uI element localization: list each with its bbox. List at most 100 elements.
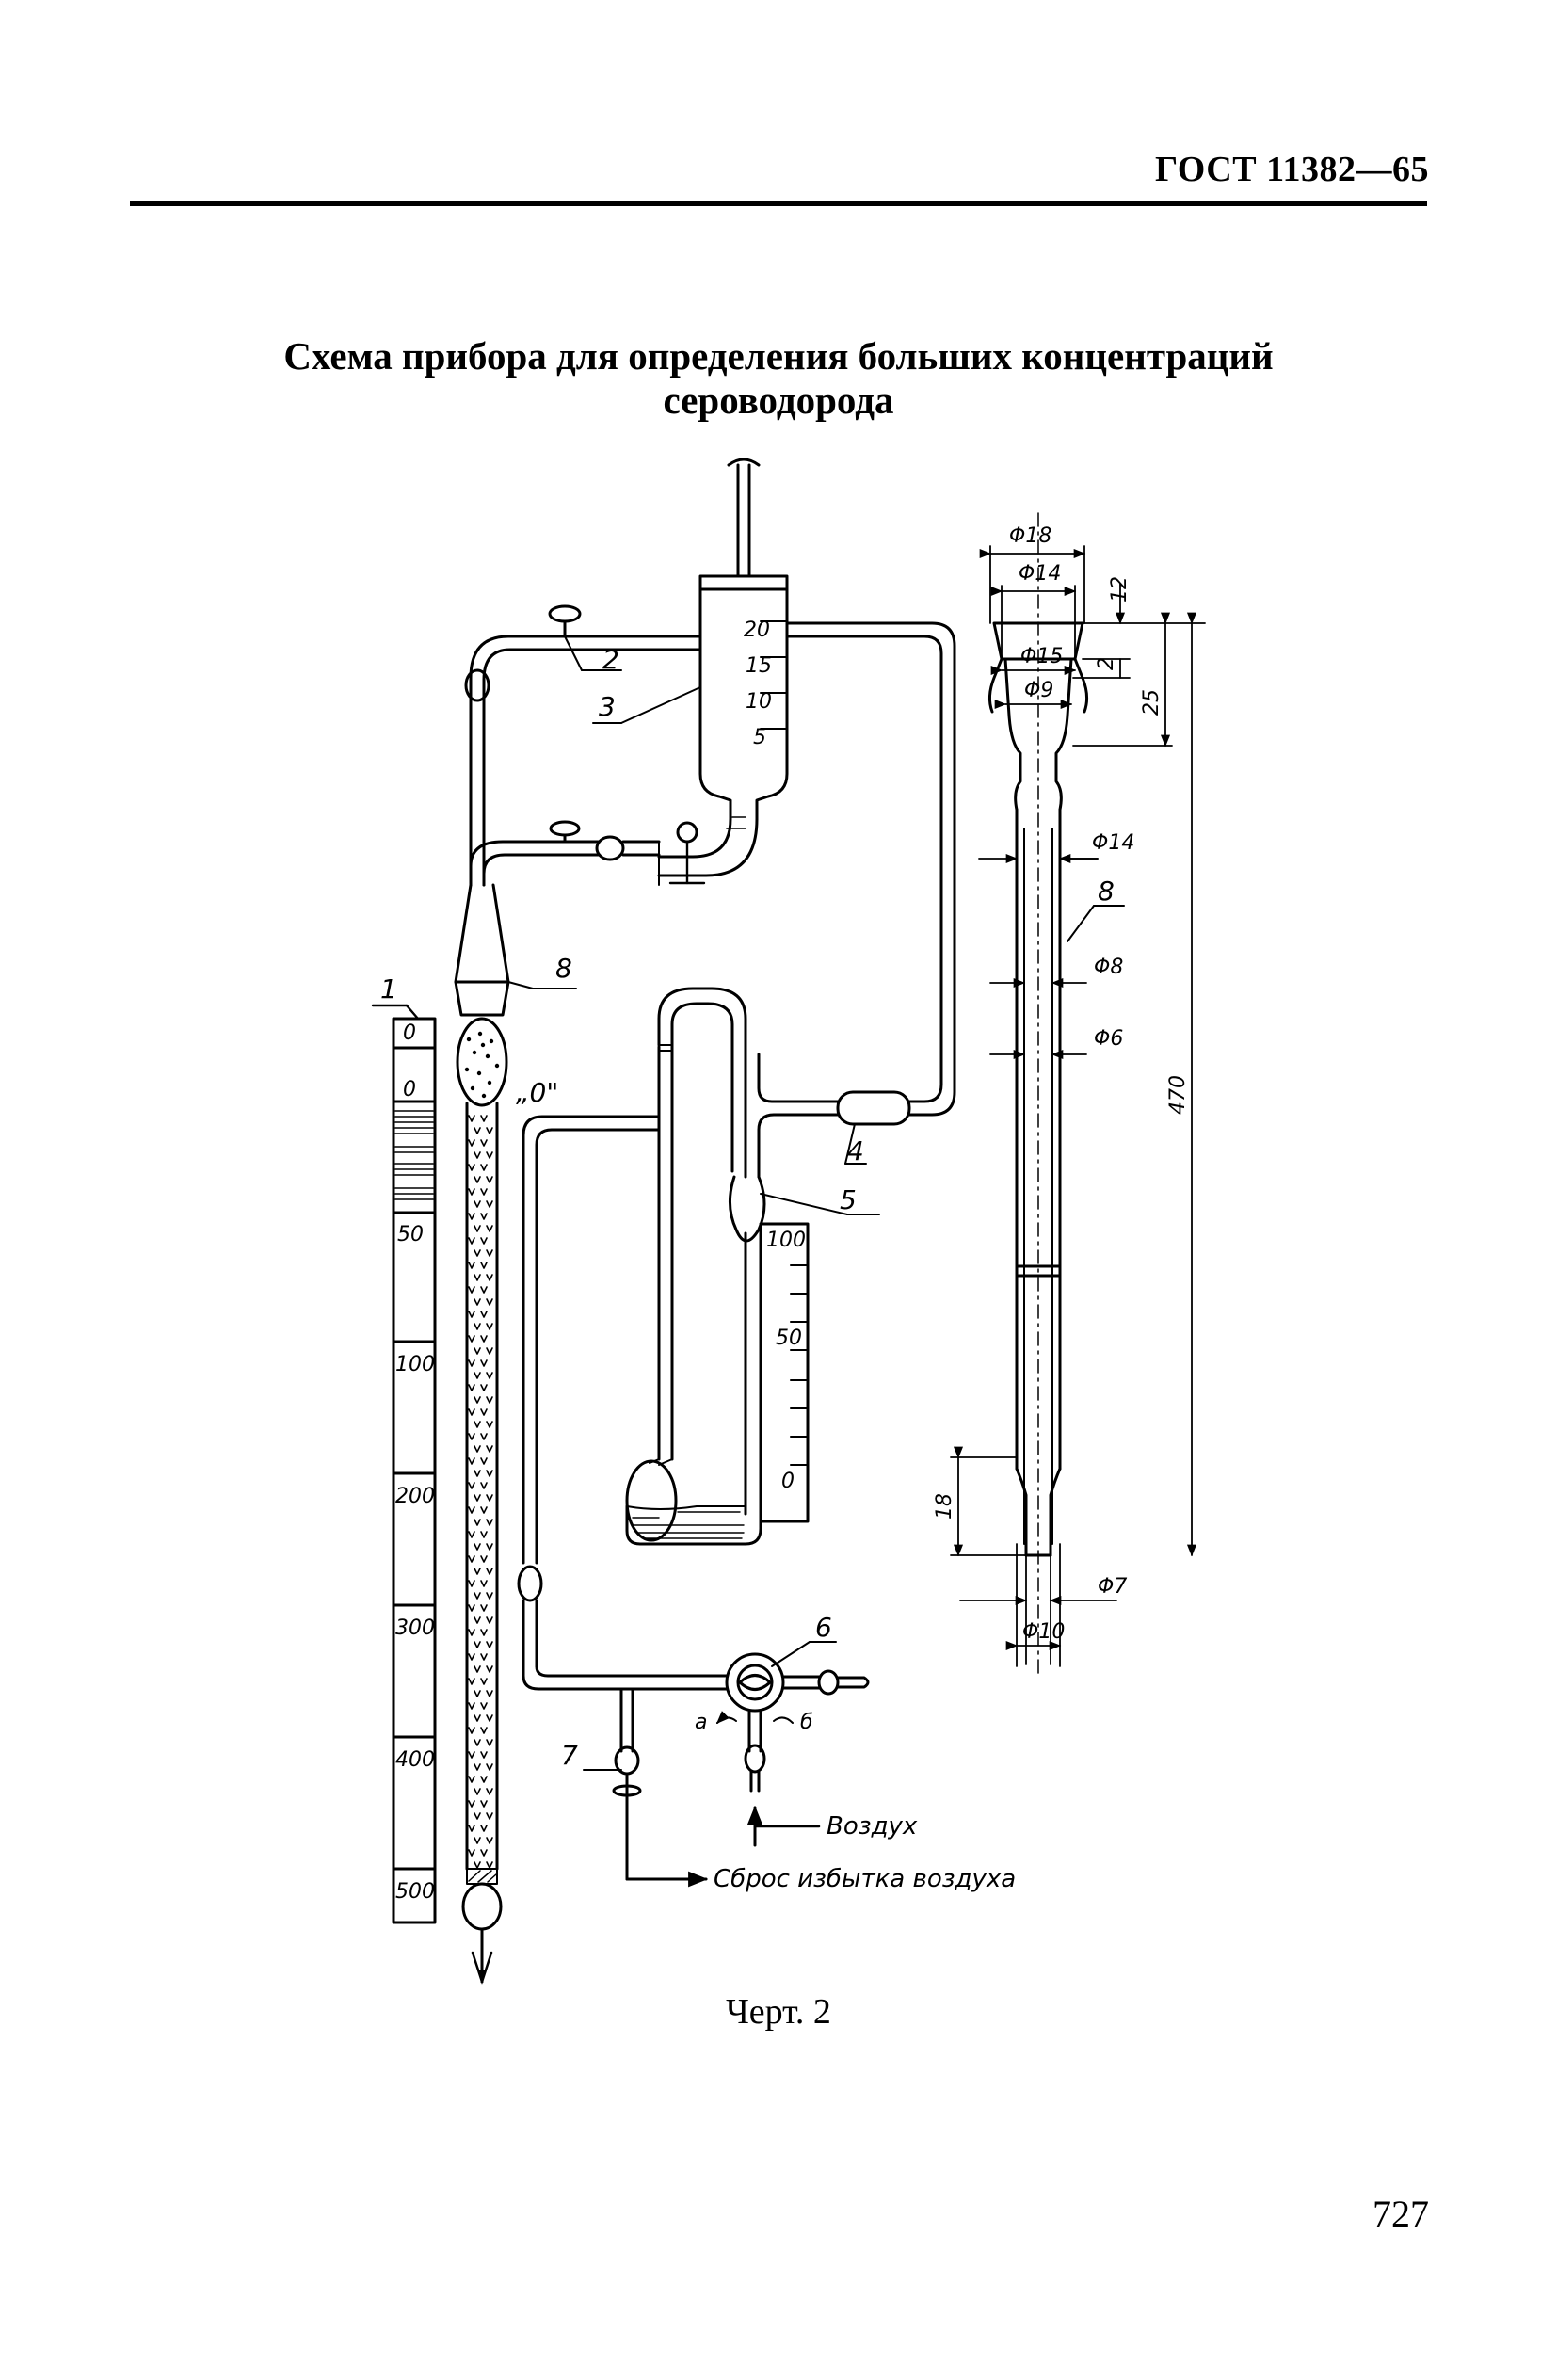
- packing-mark: [468, 1359, 475, 1367]
- packing-mark: [480, 1359, 488, 1367]
- figure-caption: Черт. 2: [726, 1992, 831, 2032]
- flow-label-a: а: [695, 1711, 707, 1734]
- callout-5: 5: [840, 1184, 857, 1215]
- packing-mark: [468, 1580, 475, 1587]
- packing-mark: [486, 1665, 493, 1673]
- dim-len25: 25: [1140, 689, 1164, 716]
- packing-mark: [468, 1653, 475, 1661]
- packing-mark: [486, 1470, 493, 1477]
- page-number: 727: [1372, 2193, 1429, 2235]
- packing-mark: [468, 1702, 475, 1710]
- packing-mark: [474, 1470, 481, 1477]
- packing-mark: [480, 1482, 488, 1489]
- ruler-label-100: 100: [395, 1353, 435, 1376]
- packing-mark: [468, 1776, 475, 1783]
- packing-mark: [474, 1372, 481, 1379]
- callout-4: 4: [847, 1135, 864, 1166]
- packing-mark: [486, 1298, 493, 1306]
- callout-3: 3: [599, 691, 616, 722]
- packing-mark: [474, 1200, 481, 1208]
- packing-mark: [468, 1506, 475, 1514]
- ruler-label-500: 500: [395, 1880, 435, 1904]
- packing-mark: [474, 1665, 481, 1673]
- packing-mark: [474, 1274, 481, 1281]
- packing-mark: [480, 1604, 488, 1612]
- packing-mark: [474, 1861, 481, 1869]
- syringe-label-15: 15: [746, 654, 772, 678]
- bottom-piping: [517, 1565, 870, 1888]
- ruler-label-0: 0: [403, 1078, 416, 1102]
- packing-mark: [486, 1372, 493, 1379]
- manometer-label-0: 0: [781, 1470, 795, 1493]
- ruler-label-50: 50: [397, 1223, 424, 1246]
- packing-mark: [474, 1298, 481, 1306]
- packing-mark: [486, 1568, 493, 1575]
- packing-mark: [480, 1678, 488, 1685]
- packing-mark: [468, 1311, 475, 1318]
- packing-mark: [468, 1213, 475, 1220]
- absorber-packing-dots: [464, 1031, 500, 1099]
- packing-mark: [480, 1237, 488, 1245]
- callout-8-tube: 8: [1098, 876, 1115, 907]
- packing-mark: [486, 1445, 493, 1453]
- packing-mark: [486, 1616, 493, 1624]
- packing-mark: [474, 1788, 481, 1795]
- packing-mark: [468, 1800, 475, 1808]
- packing-mark: [474, 1323, 481, 1330]
- packing-mark: [480, 1702, 488, 1710]
- packing-mark: [474, 1494, 481, 1502]
- packing-mark: [480, 1555, 488, 1563]
- packing-mark: [480, 1433, 488, 1440]
- dim-d6: Φ6: [1094, 1027, 1123, 1051]
- packing-mark: [474, 1396, 481, 1404]
- dim-d15: Φ15: [1020, 645, 1063, 668]
- lower-stopcock: [549, 820, 581, 844]
- dim-d7: Φ7: [1098, 1575, 1127, 1599]
- dim-len12: 12: [1108, 576, 1132, 603]
- packing-mark: [474, 1641, 481, 1648]
- packing-mark: [468, 1751, 475, 1759]
- packing-mark: [480, 1800, 488, 1808]
- packing-mark: [468, 1457, 475, 1465]
- ruler-label-400: 400: [395, 1748, 435, 1772]
- packing-mark: [486, 1176, 493, 1183]
- packing-mark: [480, 1262, 488, 1269]
- packing-mark: [480, 1188, 488, 1196]
- packing-mark: [468, 1678, 475, 1685]
- packing-mark: [486, 1200, 493, 1208]
- packing-mark: [486, 1127, 493, 1134]
- packing-mark: [474, 1763, 481, 1771]
- zero-mark-label: „0": [516, 1077, 558, 1108]
- packing-mark: [474, 1421, 481, 1428]
- packing-mark: [468, 1286, 475, 1294]
- packing-mark: [480, 1825, 488, 1832]
- packing-mark: [474, 1837, 481, 1844]
- dim-d9: Φ9: [1024, 679, 1053, 702]
- packing-mark: [474, 1812, 481, 1820]
- packing-mark: [474, 1592, 481, 1600]
- packing-mark: [480, 1335, 488, 1343]
- packing-mark: [468, 1262, 475, 1269]
- packing-mark: [486, 1739, 493, 1746]
- packing-mark: [486, 1347, 493, 1355]
- packing-mark: [474, 1714, 481, 1722]
- packing-mark: [486, 1763, 493, 1771]
- callout-6: 6: [815, 1612, 832, 1643]
- standard-code: ГОСТ 11382—65: [1155, 150, 1429, 189]
- packing-mark: [474, 1445, 481, 1453]
- stopcock-2: [548, 604, 582, 638]
- packing-mark: [486, 1323, 493, 1330]
- scale-ruler: [371, 1004, 437, 1924]
- packing-mark: [486, 1861, 493, 1869]
- packing-mark: [468, 1825, 475, 1832]
- dim-d8: Φ8: [1094, 956, 1123, 979]
- dim-d14-top: Φ14: [1019, 562, 1061, 586]
- packing-mark: [486, 1837, 493, 1844]
- syringe: [657, 458, 789, 886]
- packing-mark: [468, 1555, 475, 1563]
- packing-mark: [480, 1849, 488, 1857]
- absorber-tube: [454, 723, 510, 1984]
- packing-mark: [480, 1311, 488, 1318]
- packing-mark: [474, 1568, 481, 1575]
